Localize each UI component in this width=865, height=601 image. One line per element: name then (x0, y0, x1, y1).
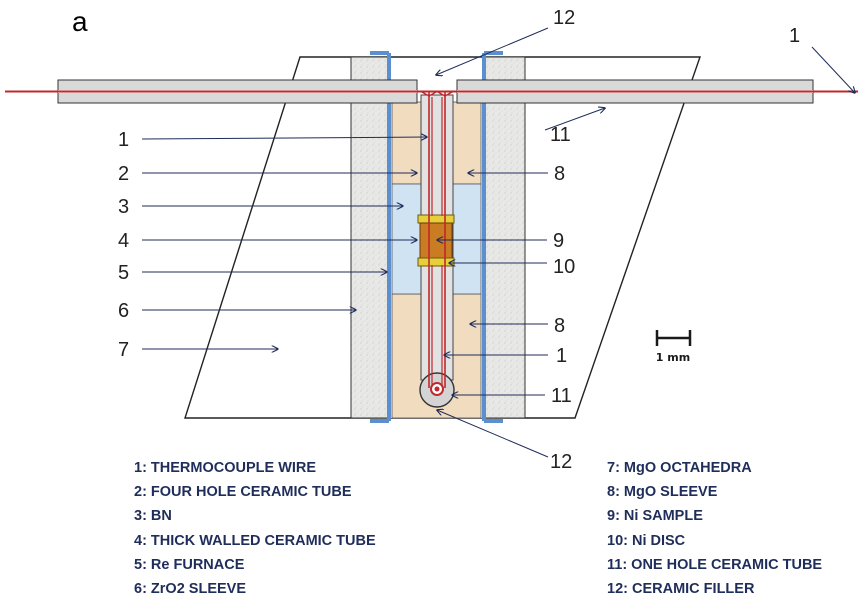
ni-disc-top (417, 214, 455, 224)
legend-item-re-furnace: 5: Re FURNACE (134, 556, 245, 573)
panel-label: a (72, 6, 88, 37)
callout-left-1: 1 (118, 129, 129, 151)
callout-arrows (141, 27, 855, 458)
legend-item-ni-disc: 10: Ni DISC (607, 532, 686, 549)
legend-item-mgo-sleeve: 8: MgO SLEEVE (607, 484, 718, 501)
callout-left-4: 4 (118, 230, 129, 252)
callout-left-5: 5 (118, 262, 129, 284)
arrow-left-1 (141, 137, 427, 139)
callout-top-12: 12 (553, 7, 575, 29)
legend-item-zro2-sleeve: 6: ZrO2 SLEEVE (134, 580, 247, 597)
callout-left-7: 7 (118, 339, 129, 361)
legend-item-mgo-octahedra: 7: MgO OCTAHEDRA (607, 460, 752, 476)
scale-bar (655, 330, 692, 346)
legend-item-one-hole-ceramic-tube: 11: ONE HOLE CERAMIC TUBE (607, 556, 823, 573)
callout-right-8-top: 8 (554, 163, 565, 185)
callout-right-1-bottom: 1 (556, 345, 567, 367)
arrow-right-11-top (544, 108, 605, 131)
legend-item-thick-walled-ceramic-tube: 4: THICK WALLED CERAMIC TUBE (134, 532, 376, 549)
legend-item-thermocouple-wire: 1: THERMOCOUPLE WIRE (134, 460, 317, 476)
callout-right-8-bottom: 8 (554, 315, 565, 337)
callout-top-right-1: 1 (789, 25, 800, 47)
legend-item-ceramic-filler: 12: CERAMIC FILLER (607, 580, 755, 597)
arrow-top-12 (436, 27, 549, 75)
callout-right-10: 10 (553, 256, 575, 278)
callout-right-11-bottom: 11 (551, 385, 572, 407)
legend-left: 1: THERMOCOUPLE WIRE 2: FOUR HOLE CERAMI… (134, 456, 376, 601)
zro2-sleeve-left (350, 56, 390, 419)
ni-disc-bottom (417, 257, 455, 267)
legend-item-four-hole-ceramic-tube: 2: FOUR HOLE CERAMIC TUBE (134, 484, 352, 501)
zro2-sleeve-right (483, 56, 526, 419)
callout-bottom-12: 12 (550, 451, 572, 473)
legend-item-bn: 3: BN (134, 508, 172, 525)
callout-right-9: 9 (553, 230, 564, 252)
callout-left-6: 6 (118, 300, 129, 322)
scale-bar-label: 1 mm (656, 351, 690, 364)
thermocouple-junction-core (434, 386, 440, 392)
arrow-top-right-1 (811, 46, 855, 93)
arrow-bottom-12 (437, 410, 549, 458)
legend-right: 7: MgO OCTAHEDRA 8: MgO SLEEVE 9: Ni SAM… (607, 456, 822, 601)
legend-item-ni-sample: 9: Ni SAMPLE (607, 508, 703, 525)
callout-left-3: 3 (118, 196, 129, 218)
callout-right-11-top: 11 (550, 124, 571, 146)
thermocouple-wire (5, 90, 858, 388)
callout-left-2: 2 (118, 163, 129, 185)
